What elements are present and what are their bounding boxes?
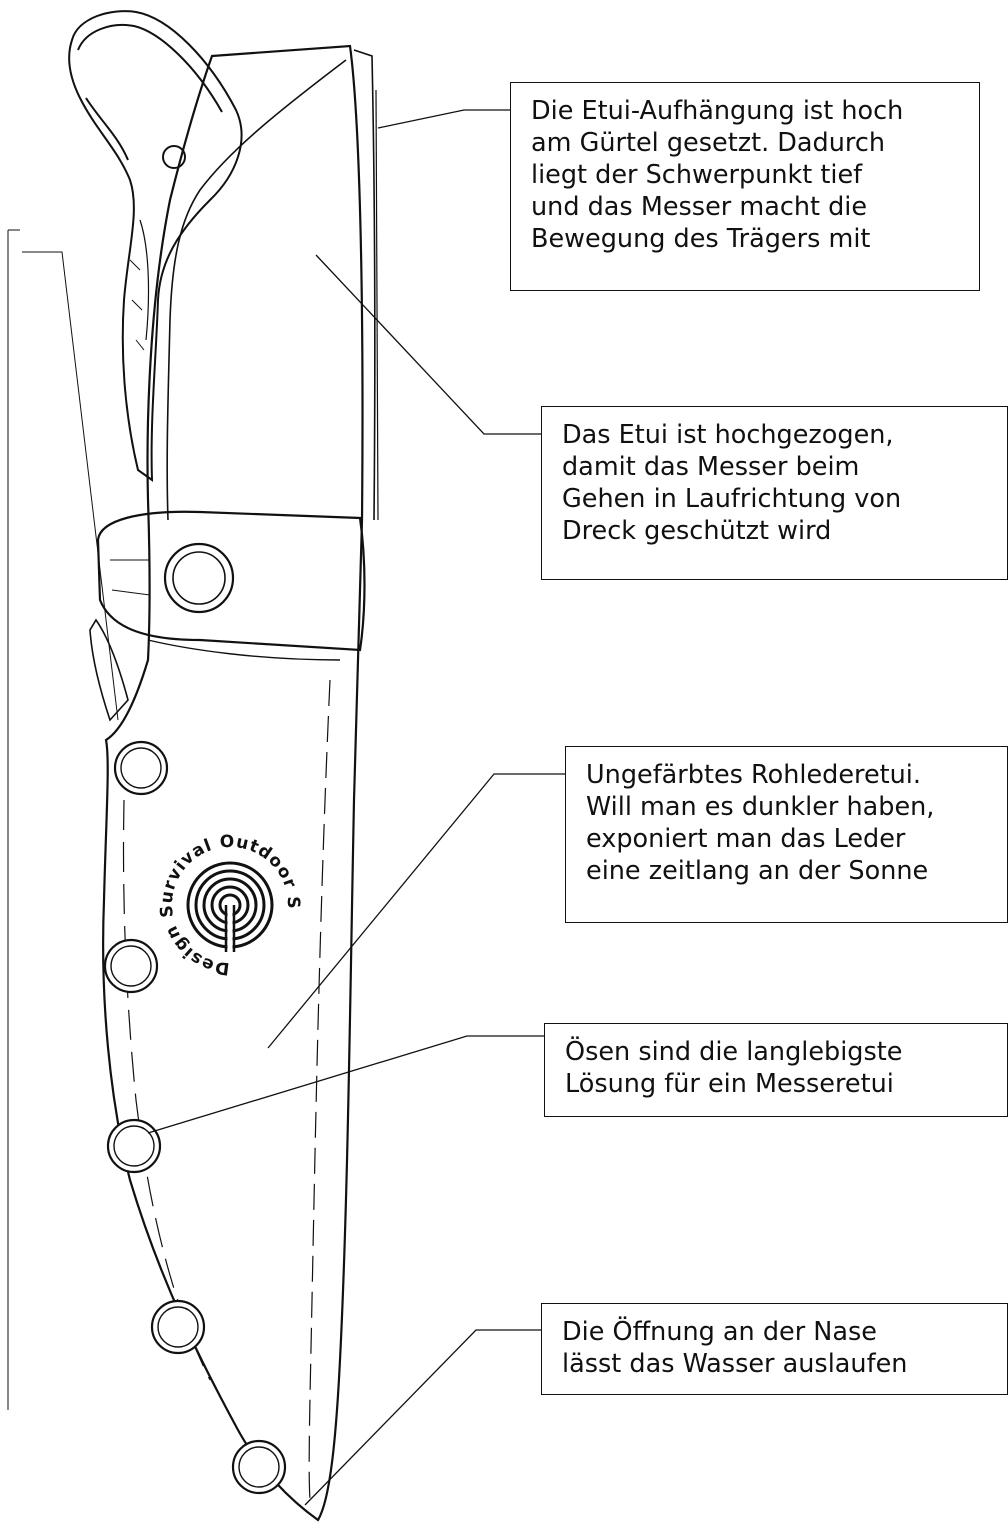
leader-raised xyxy=(316,255,541,434)
callout-line: Ösen sind die langlebigste xyxy=(565,1036,991,1068)
logo-ring-text: Design Survival Outdoor School xyxy=(0,0,303,978)
callout-line: lässt das Wasser auslaufen xyxy=(562,1348,991,1380)
callout-line: Die Etui-Aufhängung ist hoch xyxy=(531,95,963,127)
callout-line: Will man es dunkler haben, xyxy=(586,791,991,823)
callout-line: am Gürtel gesetzt. Dadurch xyxy=(531,127,963,159)
callout-opening: Die Öffnung an der Nase lässt das Wasser… xyxy=(541,1303,1008,1395)
eyelets xyxy=(105,544,285,1493)
school-logo: Design Survival Outdoor School xyxy=(0,0,303,978)
callout-line: und das Messer macht die xyxy=(531,191,963,223)
callout-line: Dreck geschützt wird xyxy=(562,515,991,547)
callout-line: Bewegung des Trägers mit xyxy=(531,223,963,255)
callout-line: Die Öffnung an der Nase xyxy=(562,1316,991,1348)
eyelet-1 xyxy=(115,742,167,794)
callout-line: damit das Messer beim xyxy=(562,451,991,483)
callout-line: liegt der Schwerpunkt tief xyxy=(531,159,963,191)
leader-suspension xyxy=(378,110,510,128)
eyelet-4 xyxy=(152,1301,204,1353)
callout-line: Gehen in Laufrichtung von xyxy=(562,483,991,515)
eyelet-belt xyxy=(165,544,233,612)
callout-raised: Das Etui ist hochgezogen, damit das Mess… xyxy=(541,406,1008,580)
callout-suspension: Die Etui-Aufhängung ist hoch am Gürtel g… xyxy=(510,82,980,291)
callout-eyelets: Ösen sind die langlebigste Lösung für ei… xyxy=(544,1023,1008,1117)
leader-leather xyxy=(268,774,565,1048)
leader-lines xyxy=(148,110,565,1505)
left-bracket-line xyxy=(8,230,20,1410)
callout-leather: Ungefärbtes Rohlederetui. Will man es du… xyxy=(565,746,1008,923)
callout-line: eine zeitlang an der Sonne xyxy=(586,855,991,887)
callout-line: Das Etui ist hochgezogen, xyxy=(562,419,991,451)
eyelet-5 xyxy=(233,1441,285,1493)
knife-handle xyxy=(69,11,241,720)
eyelet-3 xyxy=(108,1120,160,1172)
eyelet-2 xyxy=(105,940,157,992)
callout-line: Lösung für ein Messeretui xyxy=(565,1068,991,1100)
callout-line: Ungefärbtes Rohlederetui. xyxy=(586,759,991,791)
callout-line: exponiert man das Leder xyxy=(586,823,991,855)
leader-eyelets xyxy=(148,1036,544,1133)
left-pointer-line xyxy=(22,252,118,720)
